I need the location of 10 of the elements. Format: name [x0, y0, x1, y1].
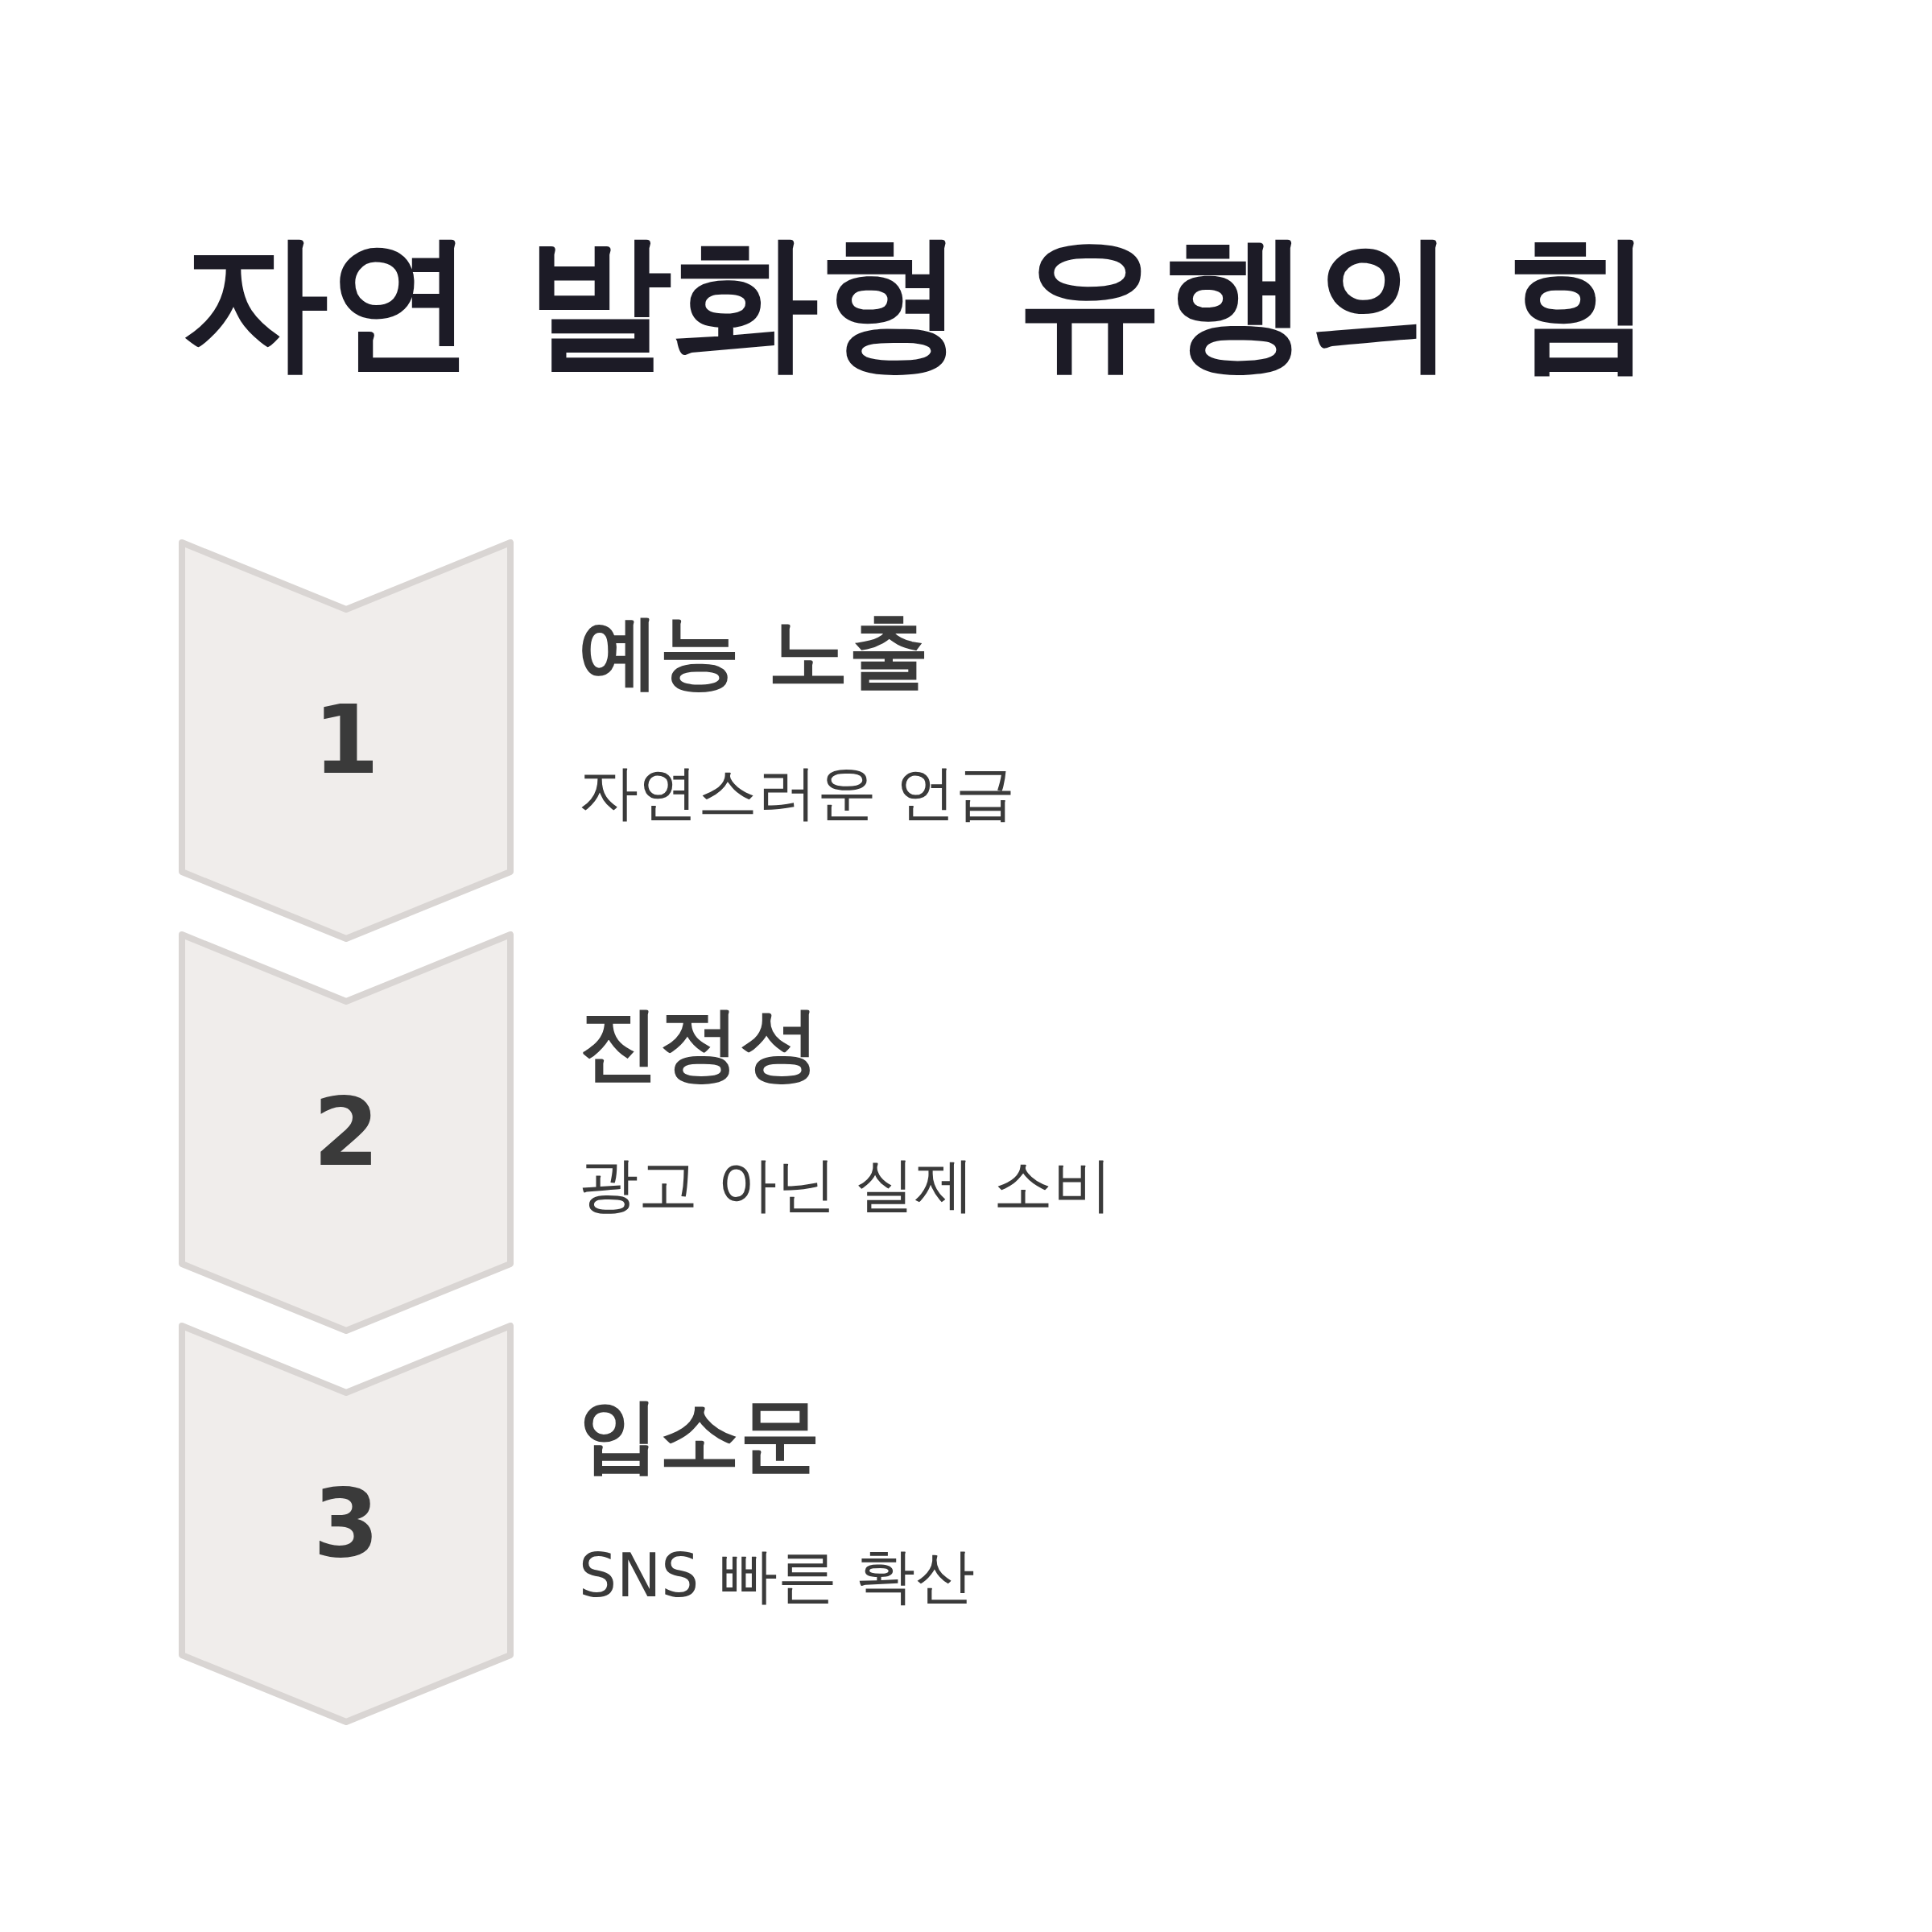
step-number: 1: [312, 688, 380, 793]
step-description: 광고 아닌 실제 소비: [579, 1150, 1113, 1220]
step-number: 3: [312, 1472, 380, 1576]
step-description: 자연스러운 언급: [579, 758, 1015, 828]
step-heading: 진정성: [579, 997, 820, 1090]
step-number: 2: [312, 1080, 380, 1185]
step-description: SNS 빠른 확산: [579, 1542, 976, 1611]
title: 자연 발화형 유행의 힘: [182, 217, 1654, 386]
step-heading: 입소문: [579, 1389, 820, 1481]
step-heading: 예능 노출: [579, 605, 929, 698]
